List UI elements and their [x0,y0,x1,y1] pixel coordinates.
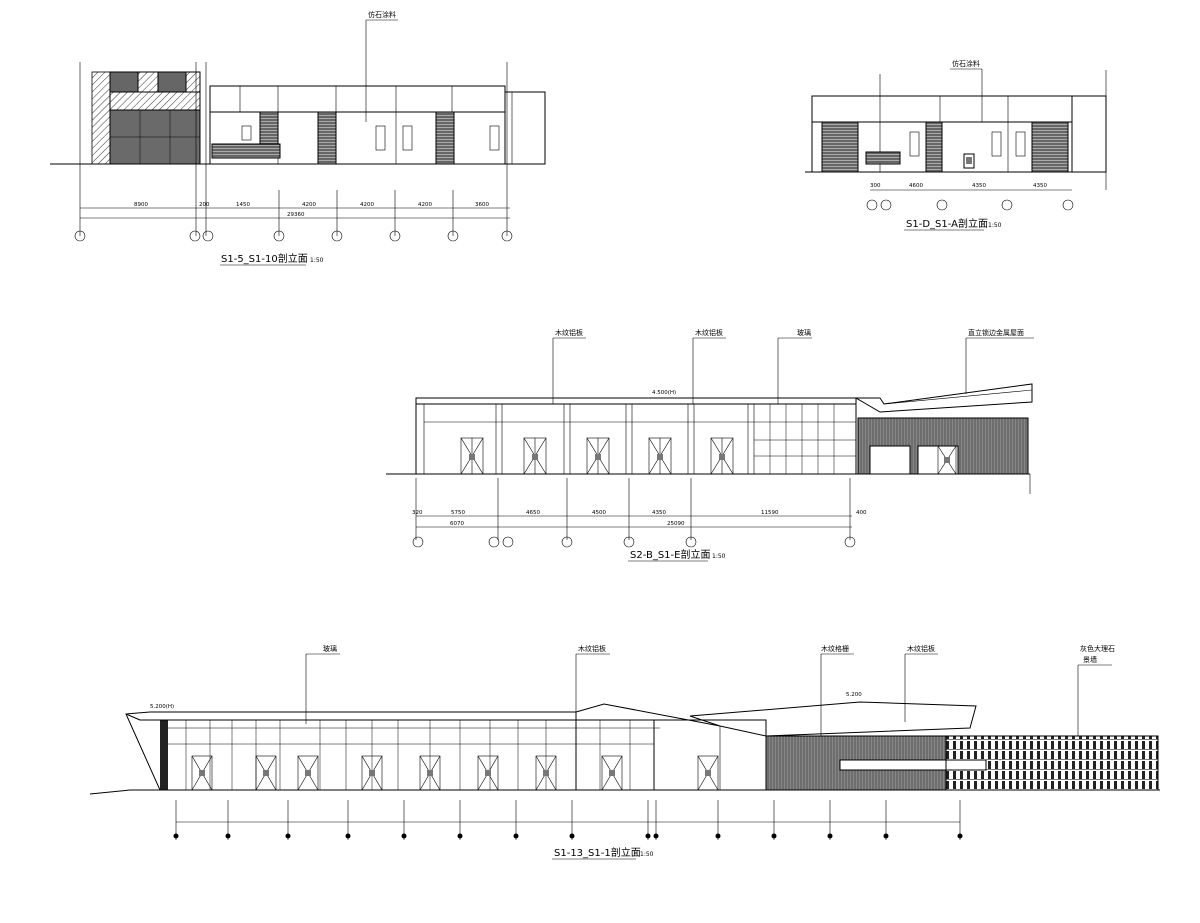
mullions [168,720,655,790]
door [477,755,499,791]
drawing-title: S1-13_S1-1剖立面 [554,846,641,859]
drawing-title: S2-B_S1-E剖立面 [630,548,710,561]
elevation-s1-d-s1-a: 仿石涂料 300 4600 4350 4350 [805,59,1107,231]
dim-label: 320 [412,510,423,516]
dimension-line: 8900 200 1450 4200 4200 4200 3600 29360 [80,62,510,236]
dim-label: 4500 [592,510,606,516]
door [523,437,547,475]
note-wood-grille: 木纹格栅 [821,644,849,653]
dim-label: 4350 [1033,183,1047,189]
glazing-grid [754,404,856,474]
door [697,755,719,791]
dimension-line: 300 4600 4350 4350 [870,183,1072,191]
dim-label: 4200 [360,202,374,208]
note-wood-aluminum-panel: 木纹铝板 [695,328,723,337]
dim-label: 4200 [418,202,432,208]
note-metal-roof: 直立锁边金属屋面 [968,328,1024,337]
door [191,755,213,791]
note-wood-aluminum-panel: 木纹铝板 [578,644,606,653]
note-leaders: 木纹铝板 木纹铝板 玻璃 直立锁边金属屋面 [552,328,1034,404]
dim-label: 4350 [972,183,986,189]
dim-label: 400 [856,510,867,516]
grid-axis [173,800,963,840]
dim-label: 300 [870,183,881,189]
grid-ticks [195,62,508,236]
note-glass: 玻璃 [323,644,337,653]
note-wood-aluminum-panel: 木纹铝板 [555,328,583,337]
total-dim-label: 29360 [287,212,305,218]
drawing-scale: 1:50 [712,553,726,560]
dim-label: 3600 [475,202,489,208]
level-mark: 5.200(H) [150,704,174,710]
level-mark: 4.500(H) [652,390,676,396]
dim-label: 1450 [236,202,250,208]
door [255,755,277,791]
elevation-s1-5-s1-10: 仿石涂料 [50,10,546,266]
note-wood-aluminum-panel: 木纹铝板 [907,644,935,653]
drawing-title: S1-5_S1-10剖立面 [221,252,308,265]
dim-label: 11590 [761,510,779,516]
dim-label: 200 [199,202,210,208]
note-stone-paint: 仿石涂料 [952,59,980,68]
grid-bubbles [412,536,856,548]
drawing-scale: 1:50 [988,222,1002,229]
door [586,437,610,475]
door-set [460,437,734,475]
dim-label: 4600 [909,183,923,189]
dim-label: 4350 [652,510,666,516]
svg-text:5.200: 5.200 [846,692,862,698]
sub-dim-label: 25090 [667,521,685,527]
door [460,437,484,475]
door [297,755,319,791]
note-feature-wall: 景墙 [1083,655,1097,664]
dim-label: 4200 [302,202,316,208]
door [601,755,623,791]
note-gray-marble: 灰色大理石 [1080,644,1115,653]
dim-label: 8900 [134,202,148,208]
dim-label: 5750 [451,510,465,516]
drawing-scale: 1:50 [310,257,324,264]
elevation-s1-13-s1-1: 玻璃 木纹铝板 木纹格栅 木纹铝板 灰色大理石 景墙 5.200(H) [89,644,1160,860]
dimension-line: 320 5750 4650 4500 4350 11590 400 6070 2… [412,478,867,540]
door [710,437,734,475]
note-glass: 玻璃 [797,328,811,337]
grid-bubbles [866,199,1074,211]
door [648,437,672,475]
hatched-wall-section [91,71,201,165]
note-leaders: 玻璃 木纹铝板 木纹格栅 木纹铝板 灰色大理石 景墙 [305,644,1115,764]
door-set [191,755,719,791]
drawing-title: S1-D_S1-A剖立面 [906,217,988,230]
dim-label: 4650 [526,510,540,516]
note-stone-paint: 仿石涂料 [368,10,396,19]
sub-dim-label: 6070 [450,521,464,527]
facade-panels [209,85,546,165]
drawing-scale: 1:50 [640,851,654,858]
elevation-s2-b-s1-e: 木纹铝板 木纹铝板 玻璃 直立锁边金属屋面 4.500(H) [386,328,1034,562]
grid-bubbles [74,230,513,242]
